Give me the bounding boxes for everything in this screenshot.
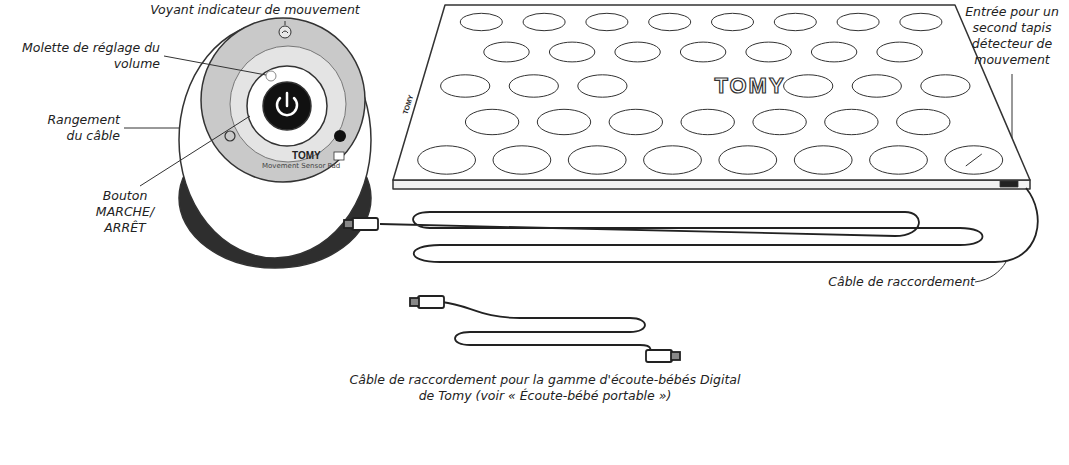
mat-hole bbox=[578, 75, 627, 97]
mat-hole bbox=[945, 146, 1003, 174]
mat-hole bbox=[484, 42, 529, 62]
mat-hole bbox=[465, 109, 518, 134]
mat-hole bbox=[549, 42, 594, 62]
product-name: Movement Sensor Pad bbox=[262, 161, 352, 171]
caption-label: Câble de raccordement pour la gamme d'éc… bbox=[340, 372, 750, 404]
mat-hole bbox=[460, 13, 502, 30]
mat-hole bbox=[537, 109, 590, 134]
mat-hole bbox=[870, 146, 928, 174]
mat-mark bbox=[966, 154, 982, 166]
mat-hole bbox=[811, 42, 856, 62]
mat-hole bbox=[825, 109, 878, 134]
mat-hole bbox=[418, 146, 476, 174]
part-label: Bouton MARCHE/ ARRÊT bbox=[85, 188, 165, 236]
mat-hole bbox=[649, 13, 691, 30]
mat-hole bbox=[852, 75, 901, 97]
mat-hole bbox=[753, 109, 806, 134]
monitor-cable bbox=[410, 296, 680, 362]
sensor-mat bbox=[393, 5, 1030, 189]
part-label: Câble de raccordement bbox=[820, 274, 975, 290]
mat-hole bbox=[746, 42, 791, 62]
part-label: Molette de réglage du volume bbox=[20, 40, 160, 72]
part-label: Voyant indicateur de mouvement bbox=[150, 2, 360, 18]
mat-hole bbox=[586, 13, 628, 30]
mat-hole bbox=[509, 75, 558, 97]
mat-hole bbox=[609, 109, 662, 134]
mat-hole bbox=[900, 13, 942, 30]
part-label: Rangement du câble bbox=[40, 112, 120, 144]
mat-hole bbox=[644, 146, 702, 174]
mat-hole bbox=[568, 146, 626, 174]
mat-hole bbox=[921, 75, 970, 97]
connection-cable bbox=[344, 188, 1038, 262]
mat-hole bbox=[784, 75, 833, 97]
mat-hole bbox=[523, 13, 565, 30]
mat-hole bbox=[712, 13, 754, 30]
brand-logo: TOMY bbox=[398, 84, 419, 125]
mat-hole bbox=[680, 42, 725, 62]
mat-hole bbox=[794, 146, 852, 174]
mat-hole bbox=[897, 109, 950, 134]
brand-logo: TOMY bbox=[680, 73, 820, 99]
mat-hole bbox=[719, 146, 777, 174]
mat-hole bbox=[441, 75, 490, 97]
mat-hole bbox=[837, 13, 879, 30]
part-label: Entrée pour un second tapis détecteur de… bbox=[960, 4, 1064, 68]
mat-hole bbox=[774, 13, 816, 30]
brand-logo: TOMY bbox=[292, 148, 332, 164]
mat-hole bbox=[877, 42, 922, 62]
mat-hole bbox=[493, 146, 551, 174]
mat-hole bbox=[615, 42, 660, 62]
mat-hole bbox=[681, 109, 734, 134]
